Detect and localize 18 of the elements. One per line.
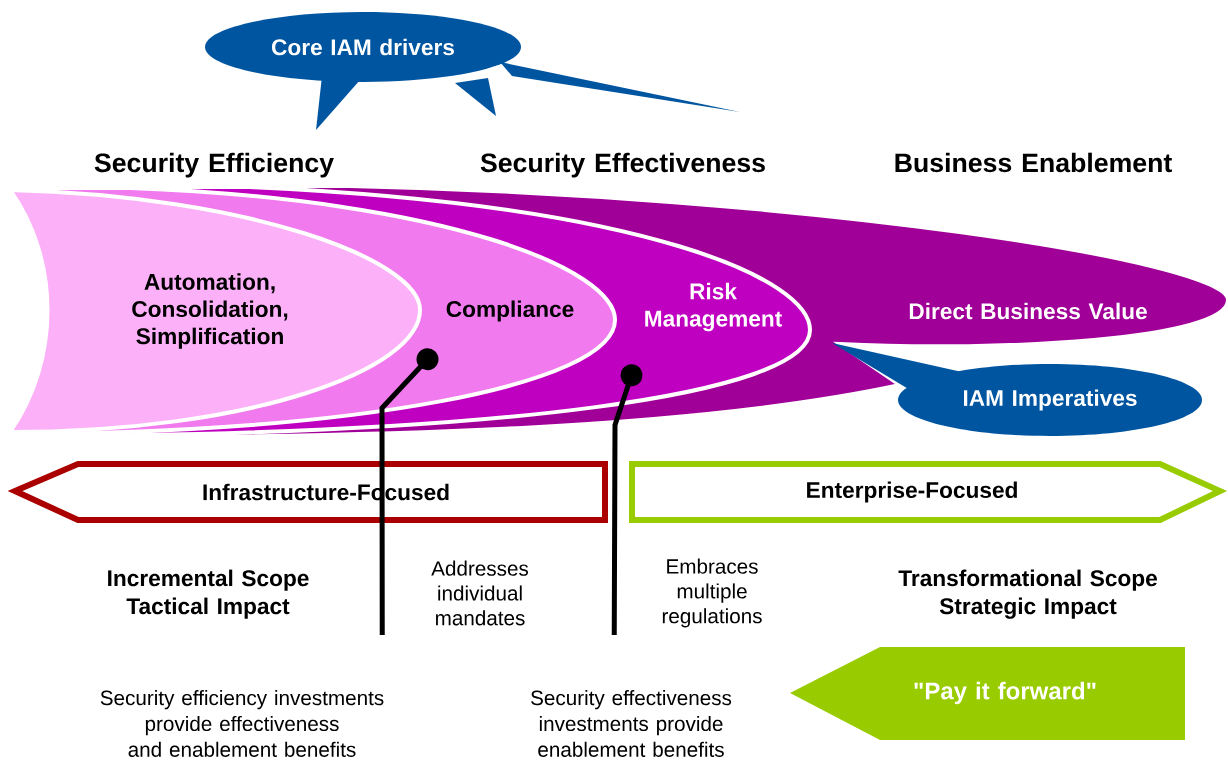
arrow-banner: Enterprise-Focused: [629, 461, 1228, 523]
heading: Business Enablement: [895, 152, 1172, 173]
note-text: Security efficiency investments provide effectiveness and enablement benefits: [100, 690, 384, 757]
arrow-banner: "Pay it forward": [790, 647, 1185, 740]
band: Automation, Consolidation, Simplification: [8, 188, 422, 434]
callout-bubble: IAM Imperatives: [832, 343, 1202, 436]
heading: Security Efficiency: [94, 152, 334, 178]
heading: Security Effectiveness: [480, 152, 765, 178]
note-text: Embraces multiple regulations: [662, 558, 762, 628]
heading: Tactical Impact: [126, 597, 290, 619]
heading: Transformational Scope: [898, 569, 1157, 591]
note-text: Addresses individual mandates: [431, 560, 529, 626]
note-text: Security effectiveness investments provide enablement benefits: [531, 690, 732, 757]
heading: Strategic Impact: [939, 597, 1117, 619]
leader-line: [379, 348, 439, 635]
callout-bubble: Core IAM drivers: [205, 12, 740, 130]
leader-line: [611, 364, 643, 635]
heading: Incremental Scope: [108, 569, 309, 591]
